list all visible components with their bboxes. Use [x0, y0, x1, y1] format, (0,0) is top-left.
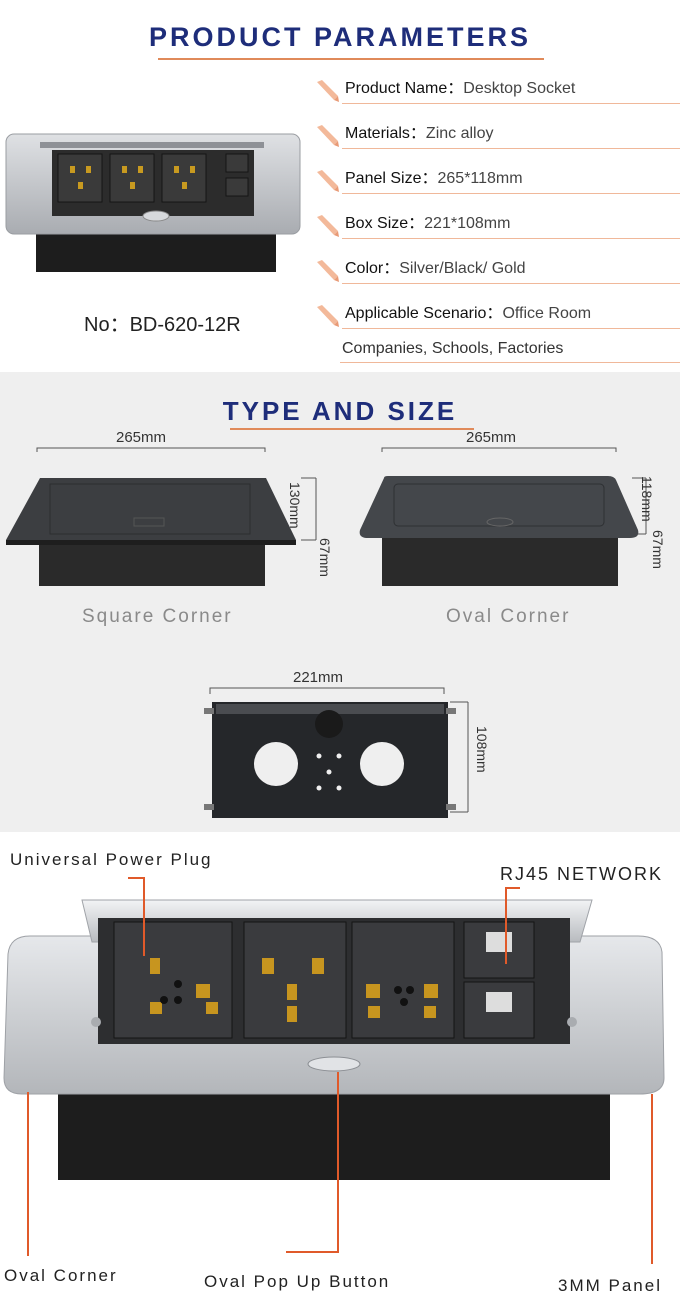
pencil-icon	[317, 80, 339, 102]
row-divider	[342, 238, 680, 239]
pencil-icon	[317, 260, 339, 282]
square-corner-drawing	[6, 447, 317, 586]
callout-oval-pop-up-button: Oval Pop Up Button	[204, 1272, 391, 1291]
oval-height-label: 67mm	[650, 530, 666, 569]
mounting-box-drawing	[204, 687, 469, 818]
oval-width-label: 265mm	[466, 429, 517, 446]
title-underline	[230, 428, 474, 430]
row-divider	[342, 148, 680, 149]
square-width-label: 265mm	[116, 429, 167, 446]
oval-corner-caption: Oval Corner	[446, 606, 571, 627]
param-value: Desktop Socket	[463, 80, 576, 97]
param-value: 265*118mm	[437, 170, 523, 187]
param-row-scenario: Applicable Scenario：Office Room	[312, 297, 680, 331]
param-value: Zinc alloy	[425, 125, 494, 142]
param-value: Office Room	[502, 305, 592, 322]
box-width-label: 221mm	[293, 669, 344, 686]
oval-depth-label: 118mm	[639, 476, 655, 522]
row-divider	[340, 362, 680, 363]
param-label: Materials：	[345, 125, 426, 142]
param-row-product-name: Product Name：Desktop Socket	[312, 72, 680, 106]
product-parameters-section: PRODUCT PARAMETERS No：BD-620-12R Pr	[0, 0, 680, 372]
square-corner-caption: Square Corner	[82, 606, 233, 627]
callout-oval-corner: Oval Corner	[4, 1266, 118, 1285]
row-divider	[342, 103, 680, 104]
pencil-icon	[317, 170, 339, 192]
param-label: Applicable Scenario：	[345, 305, 503, 322]
model-number: No：BD-620-12R	[84, 314, 241, 336]
pencil-icon	[317, 125, 339, 147]
param-label: Panel Size：	[345, 170, 438, 187]
product-photo-large	[3, 899, 665, 1180]
features-section: Universal Power Plug RJ45 NETWORK Oval C…	[0, 832, 680, 1305]
callout-universal-power-plug: Universal Power Plug	[10, 850, 213, 869]
param-label: Box Size：	[345, 215, 425, 232]
param-row-panel-size: Panel Size：265*118mm	[312, 162, 680, 196]
pencil-icon	[317, 305, 339, 327]
title-underline	[158, 58, 544, 60]
param-row-box-size: Box Size：221*108mm	[312, 207, 680, 241]
pencil-icon	[317, 215, 339, 237]
callout-3mm-panel: 3MM Panel	[558, 1276, 662, 1295]
row-divider	[342, 283, 680, 284]
param-value: Silver/Black/ Gold	[399, 260, 526, 277]
param-row-materials: Materials：Zinc alloy	[312, 117, 680, 151]
type-and-size-section: TYPE AND SIZE 265mm 130mm 67mm Square Co…	[0, 372, 680, 832]
row-divider	[342, 328, 680, 329]
box-height-label: 108mm	[474, 726, 490, 773]
product-photo-small	[5, 133, 301, 272]
row-divider	[342, 193, 680, 194]
scenario-continued: Companies, Schools, Factories	[342, 340, 564, 357]
square-height-label: 67mm	[317, 538, 333, 577]
param-value: 221*108mm	[424, 215, 511, 232]
param-label: Product Name：	[345, 80, 464, 97]
section-title-parameters: PRODUCT PARAMETERS	[148, 22, 531, 52]
oval-corner-drawing	[359, 447, 647, 586]
callout-rj45-network: RJ45 NETWORK	[500, 864, 664, 884]
section-title-type-size: TYPE AND SIZE	[222, 396, 458, 426]
param-row-color: Color：Silver/Black/ Gold	[312, 252, 680, 286]
param-label: Color：	[345, 260, 400, 277]
callout-lines	[27, 877, 653, 1264]
square-depth-label: 130mm	[287, 482, 303, 529]
